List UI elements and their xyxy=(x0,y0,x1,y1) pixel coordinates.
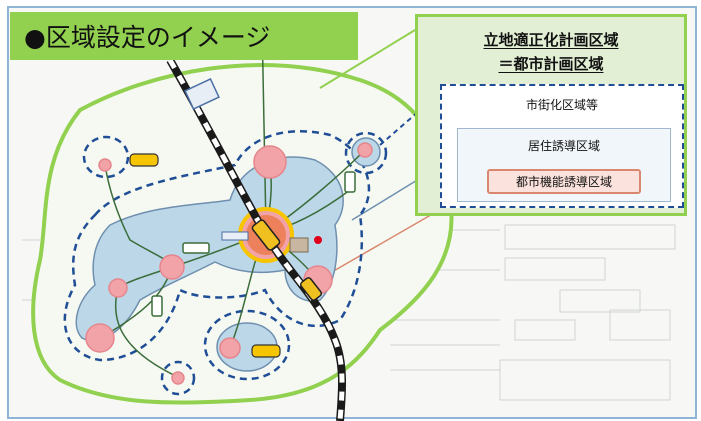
urbanization-area xyxy=(63,130,388,396)
page-title: ●区域設定のイメージ xyxy=(24,23,271,52)
train-icon xyxy=(299,277,323,301)
legend-urban-function-area: 都市機能誘導区域 xyxy=(487,169,641,194)
urban-function-area xyxy=(85,142,373,385)
train-icon xyxy=(251,219,281,251)
railway-line xyxy=(166,58,346,421)
bus-icon xyxy=(151,171,356,317)
taxi-icon xyxy=(129,153,281,358)
station-building-icon xyxy=(184,78,309,253)
legend-title-line2: ＝都市計画区域 xyxy=(498,55,604,73)
legend-urban-function-label: 都市機能誘導区域 xyxy=(515,175,612,189)
connector-planning xyxy=(319,29,416,89)
title-banner: ●区域設定のイメージ xyxy=(10,12,358,60)
legend-urbanization-label: 市街化区域等 xyxy=(525,98,598,112)
legend-title-line1: 立地適正化計画区域 xyxy=(483,31,619,49)
legend-residential-label: 居住誘導区域 xyxy=(527,139,600,153)
